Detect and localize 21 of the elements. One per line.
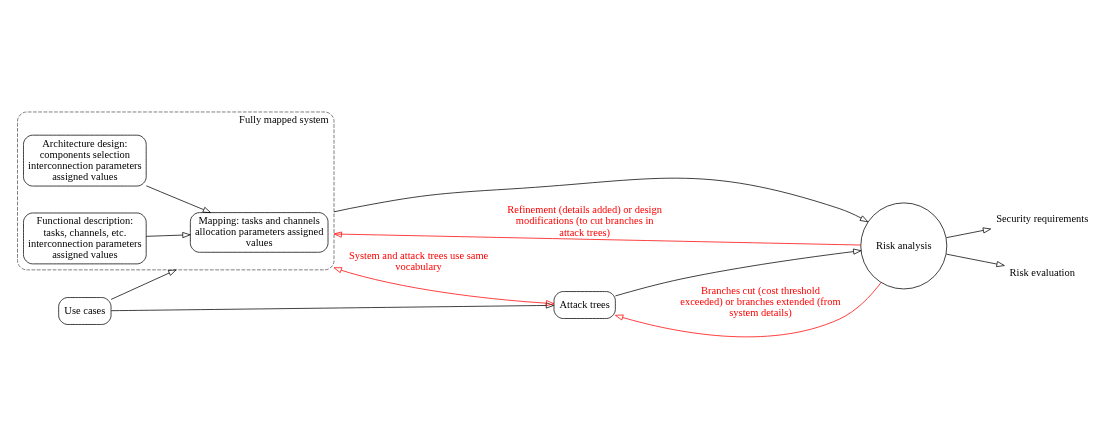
node-box: Architecture design: components selection interconnection parameters assigned values (23, 134, 147, 187)
arrow (615, 282, 882, 338)
arrow (946, 227, 992, 239)
node-text: Security requirements (996, 212, 1089, 224)
edge-label: Refinement (details added) or design modifications (to cut branches in attack trees) (507, 204, 662, 238)
node-box: Mapping: tasks and channels allocation parameters assigned values (189, 212, 329, 253)
node-box: Use cases (58, 297, 112, 325)
arrow (333, 177, 869, 223)
arrow (615, 248, 862, 297)
arrow (145, 232, 191, 239)
node-box: Functional description: tasks, channels, etc. interconnection parameters assigned values (23, 212, 147, 265)
node-text: Risk evaluation (1009, 266, 1075, 278)
arrow (110, 302, 555, 312)
node-box: Attack trees (553, 291, 616, 319)
edge-label: System and attack trees use same vocabulary (348, 249, 489, 273)
arrow (946, 253, 1005, 268)
arrow (333, 231, 862, 246)
edge-label: Branches cut (cost threshold exceeded) or branches extended (from system details) (680, 284, 841, 319)
arrow (110, 269, 177, 300)
arrow (333, 267, 555, 307)
arrow (145, 185, 212, 213)
